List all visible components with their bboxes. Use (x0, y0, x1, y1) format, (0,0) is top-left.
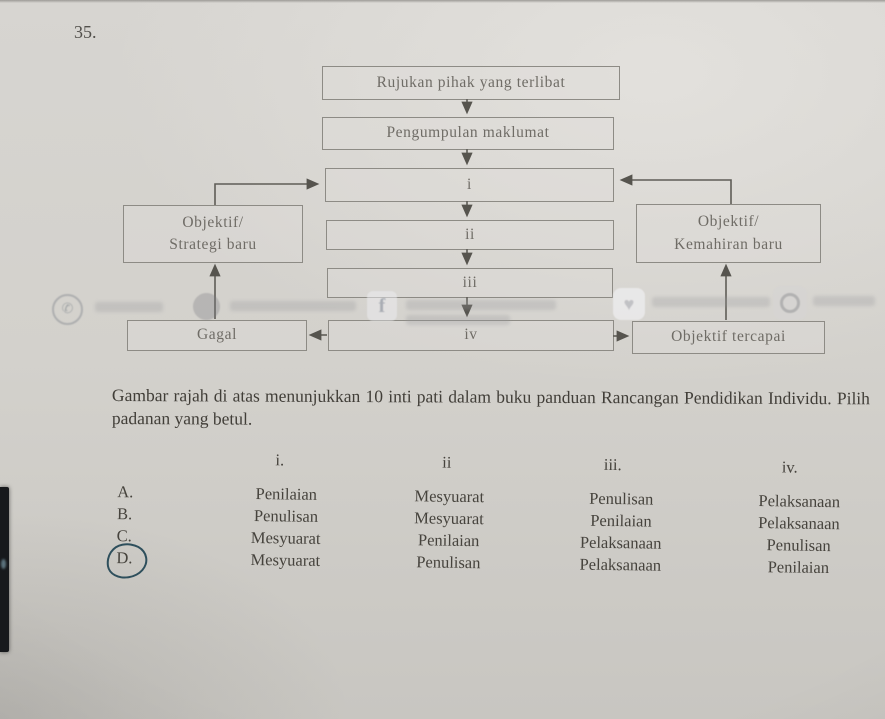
flowchart-box-objektif-strategi-baru: Objektif/ Strategi baru (123, 205, 303, 263)
option-value: Mesyuarat (414, 486, 485, 507)
photo-top-edge-shadow (0, 0, 885, 3)
option-value: Mesyuarat (414, 508, 484, 529)
watermark-text-smudge (813, 296, 875, 306)
flowchart-box-label: Objektif/ (697, 213, 760, 231)
column-header-iii: iii. (603, 454, 622, 475)
flowchart-box-step-i: i (325, 168, 614, 202)
watermark-text-smudge (406, 300, 556, 310)
flowchart-box-label: Strategi baru (169, 236, 257, 253)
flowchart-box-objektif-kemahiran-baru: Objektif/ Kemahiran baru (636, 204, 821, 263)
option-value: Penulisan (253, 506, 319, 526)
option-value: Pelaksanaan (758, 513, 840, 534)
question-number: 35. (74, 22, 97, 42)
option-value: Penilaian (767, 557, 830, 578)
option-value: Mesyuarat (250, 549, 321, 570)
option-value: Penilaian (590, 510, 652, 531)
camera-icon (773, 286, 807, 320)
phone-icon: ✆ (52, 294, 83, 325)
option-letter: B. (116, 504, 133, 524)
flowchart-box-step-iv: iv (328, 320, 614, 351)
flowchart-box-label: Rujukan pihak yang terlibat (376, 73, 566, 91)
option-letter: A. (117, 482, 134, 502)
answer-options-table: i. ii iii. iv. A. Penilaian Mesyuarat Pe… (103, 444, 872, 595)
heart-icon: ♥ (613, 288, 645, 320)
flowchart-box-label: Gagal (196, 326, 237, 344)
flowchart-box-step-iii: iii (327, 268, 613, 298)
option-value: Pelaksanaan (579, 532, 662, 553)
column-header-i: i. (275, 450, 285, 470)
watermark-text-smudge (652, 297, 770, 307)
option-value: Penilaian (417, 530, 480, 551)
watermark-text-smudge (230, 301, 356, 311)
option-value: Pelaksanaan (758, 491, 841, 512)
flowchart-box-label: Objektif/ (182, 213, 244, 231)
watermark-text-smudge (95, 302, 163, 312)
column-header-iv: iv. (781, 457, 798, 477)
flowchart-box-label: iv (464, 326, 478, 344)
globe-icon (193, 293, 220, 320)
dark-object-left-edge (0, 487, 9, 652)
option-value: Penulisan (589, 488, 654, 509)
question-text: Gambar rajah di atas menunjukkan 10 inti… (111, 385, 870, 430)
flowchart-box-label: iii (462, 273, 478, 291)
flowchart-box-objektif-tercapai: Objektif tercapai (632, 321, 825, 354)
option-value: Penilaian (255, 484, 318, 504)
column-header-ii: ii (442, 452, 452, 472)
flowchart-box-gagal: Gagal (127, 320, 307, 351)
option-value: Penulisan (416, 552, 481, 573)
flowchart-box-label: Pengumpulan maklumat (386, 124, 550, 142)
option-value: Penulisan (766, 535, 831, 556)
flowchart-box-label: i (467, 175, 472, 193)
flowchart-box-pengumpulan: Pengumpulan maklumat (322, 117, 614, 150)
flowchart-box-label: Objektif tercapai (671, 328, 786, 346)
option-value: Pelaksanaan (579, 554, 662, 575)
flowchart-box-step-ii: ii (326, 220, 614, 250)
flowchart-box-label: Kemahiran baru (674, 235, 783, 253)
flowchart-box-rujukan: Rujukan pihak yang terlibat (322, 66, 620, 100)
flowchart-box-label: ii (465, 225, 475, 243)
option-value: Mesyuarat (250, 527, 321, 548)
